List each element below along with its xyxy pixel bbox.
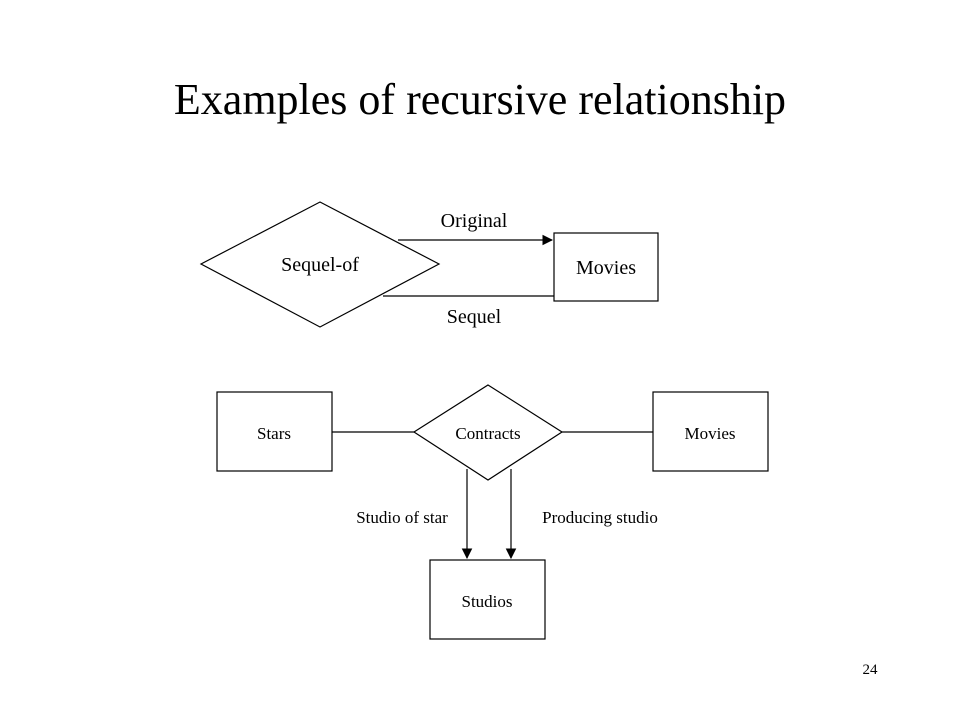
producing-studio-label: Producing studio (542, 508, 658, 527)
stars-entity-label: Stars (257, 424, 291, 443)
movies-entity-bottom-label: Movies (685, 424, 736, 443)
stars-entity (216, 391, 333, 472)
contracts-diagram: Stars Contracts Movies Studios Studio of… (216, 384, 769, 640)
studios-entity-label: Studios (461, 592, 512, 611)
sequel-role-label: Sequel (447, 306, 502, 328)
sequel-of-diagram: Sequel-of Movies Original Sequel (199, 201, 659, 328)
contracts-diamond (412, 384, 564, 481)
original-role-label: Original (441, 210, 508, 232)
sequel-of-label: Sequel-of (281, 254, 359, 276)
contracts-label: Contracts (455, 424, 520, 443)
page-number: 24 (862, 662, 878, 678)
studio-of-star-label: Studio of star (356, 508, 448, 527)
slide-title: Examples of recursive relationship (173, 75, 787, 124)
studios-entity (429, 559, 546, 640)
movies-entity-top (553, 232, 659, 302)
sequel-of-diamond (199, 201, 441, 328)
movies-entity-bottom (652, 391, 769, 472)
movies-entity-top-label: Movies (576, 257, 636, 279)
